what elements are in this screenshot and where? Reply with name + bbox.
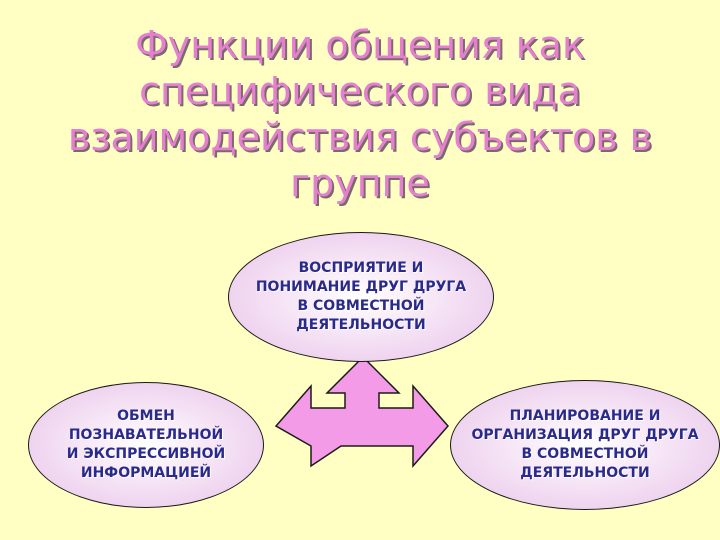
title-line-3: взаимодействия субъектов в xyxy=(67,115,653,159)
title-line-2: специфического вида xyxy=(139,69,581,113)
title-line-1: Функции общения как xyxy=(135,23,585,67)
slide-title: Функции общения как специфического вида … xyxy=(40,22,680,206)
node-information-exchange-label: ОБМЕН ПОЗНАВАТЕЛЬНОЙ И ЭКСПРЕССИВНОЙ ИНФ… xyxy=(66,408,226,481)
node-information-exchange: ОБМЕН ПОЗНАВАТЕЛЬНОЙ И ЭКСПРЕССИВНОЙ ИНФ… xyxy=(28,382,264,508)
node-planning-label: ПЛАНИРОВАНИЕ И ОРГАНИЗАЦИЯ ДРУГ ДРУГА В … xyxy=(471,408,699,481)
node-planning: ПЛАНИРОВАНИЕ И ОРГАНИЗАЦИЯ ДРУГ ДРУГА В … xyxy=(450,380,720,510)
arrow-shape xyxy=(274,355,449,468)
title-line-4: группе xyxy=(290,161,430,205)
node-perception: ВОСПРИЯТИЕ И ПОНИМАНИЕ ДРУГ ДРУГА В СОВМ… xyxy=(228,232,494,362)
node-perception-label: ВОСПРИЯТИЕ И ПОНИМАНИЕ ДРУГ ДРУГА В СОВМ… xyxy=(255,260,467,333)
